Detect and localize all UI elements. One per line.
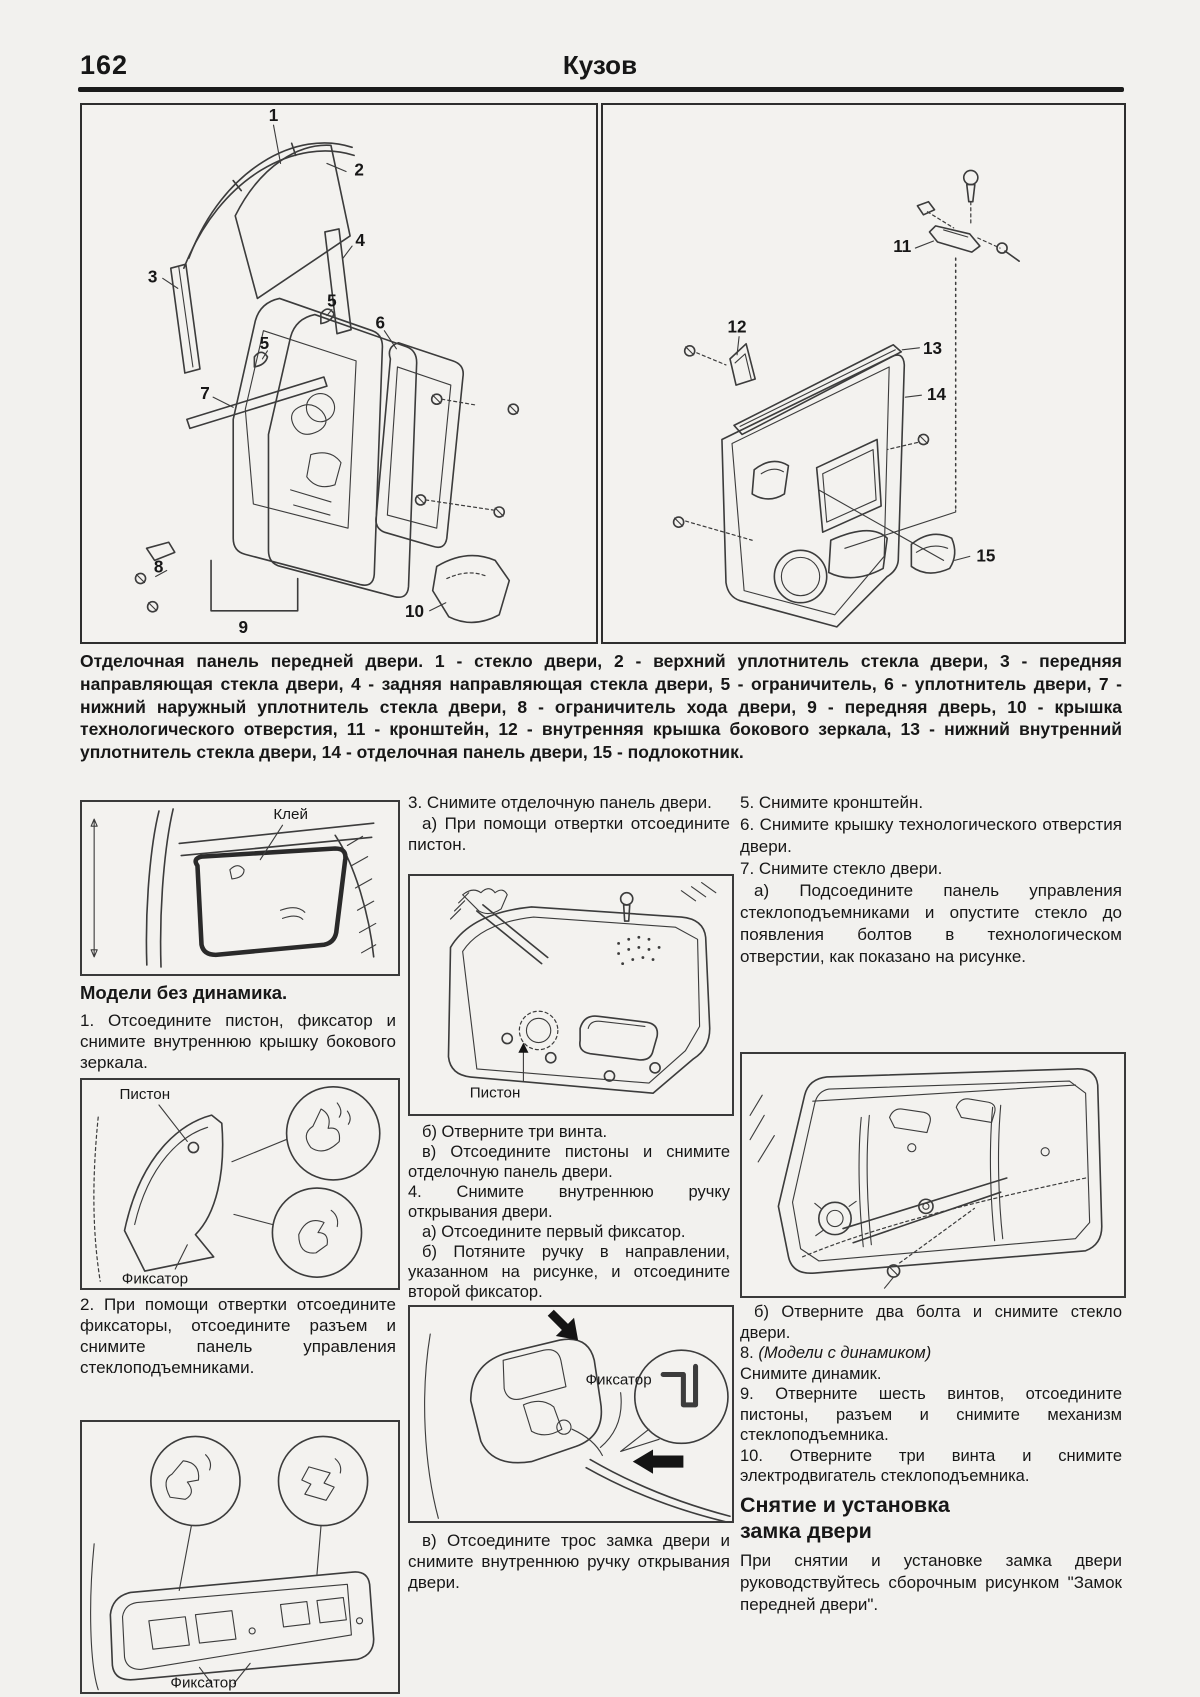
callout-1: 1 [269, 106, 279, 125]
step-1-text: 1. Отсоедините пистон, фиксатор и снимит… [80, 1011, 396, 1072]
inner-handle-drawing: Фиксатор [424, 1309, 731, 1521]
glue-lines [90, 808, 377, 968]
piston-label: Пистон [470, 1084, 521, 1101]
right-steps-7b-10: б) Отверните два болта и снимите стекло … [740, 1302, 1122, 1487]
door-lock-paragraph: При снятии и установке замка двери руков… [740, 1551, 1122, 1614]
step-3a-text: а) При помощи отвертки отсоедините писто… [408, 814, 730, 854]
door-exploded-lines [134, 124, 520, 624]
figure-window-mechanism [740, 1052, 1126, 1298]
section-heading-line-2: замка двери [740, 1519, 872, 1543]
page-number: 162 [80, 50, 129, 80]
step-2-text: 2. При помощи отвертки отсоедините фикса… [80, 1295, 396, 1377]
trim-exploded-callouts: 11 12 13 14 15 [728, 237, 996, 565]
step-9-text: 9. Отверните шесть винтов, отсоедините п… [740, 1385, 1122, 1444]
figure-inner-handle: Фиксатор [408, 1305, 734, 1523]
callout-4: 4 [355, 231, 365, 250]
mirror-cover-lines [93, 1085, 381, 1282]
trim-exploded-drawing: 11 12 13 14 15 [672, 169, 1020, 628]
callout-6: 6 [376, 314, 386, 333]
middle-step-4v: в) Отсоедините трос замка двери и снимит… [408, 1530, 730, 1593]
left-step-1: 1. Отсоедините пистон, фиксатор и снимит… [80, 1010, 396, 1073]
figure-glue-bead: Клей [80, 800, 400, 976]
callout-9: 9 [239, 618, 249, 637]
step-4-text: 4. Снимите внутреннюю ручку открывания д… [408, 1183, 730, 1221]
step-7b-text: б) Отверните два болта и снимите стекло … [740, 1303, 1122, 1342]
mirror-cover-drawing: Пистон Фиксатор [93, 1085, 381, 1287]
callout-8: 8 [154, 557, 164, 576]
door-exploded-callouts: 1 2 3 4 5 5 6 7 8 9 10 [148, 106, 424, 637]
step-8-text: 8. (Модели с динамиком) [740, 1343, 1122, 1364]
switch-panel-drawing: Фиксатор [90, 1435, 375, 1692]
page-title: Кузов [562, 50, 638, 80]
callout-14: 14 [927, 385, 947, 404]
figure-door-exploded: 1 2 3 4 5 5 6 7 8 9 10 [80, 103, 598, 644]
callout-15: 15 [976, 546, 996, 565]
middle-steps-3b-4b: б) Отверните три винта. в) Отсоедините п… [408, 1122, 730, 1302]
callout-2: 2 [354, 161, 364, 180]
step-7a-text: а) Подсоедините панель управления стекло… [740, 881, 1122, 966]
callout-5b: 5 [260, 334, 270, 353]
fixator-label: Фиксатор [586, 1372, 652, 1389]
callout-11: 11 [893, 237, 912, 256]
step-7-text: 7. Снимите стекло двери. [740, 859, 943, 878]
step-4b-text: б) Потяните ручку в направлении, указанн… [408, 1243, 730, 1301]
step-3-text: 3. Снимите отделочную панель двери. [408, 793, 712, 812]
step-4v-text: в) Отсоедините трос замка двери и снимит… [408, 1531, 730, 1592]
inner-handle-lines [424, 1309, 731, 1521]
trim-piston-lines [447, 882, 717, 1095]
callout-5a: 5 [327, 292, 337, 311]
glue-drawing: Клей [90, 806, 377, 968]
section-heading-door-lock: Снятие и установка замка двери [740, 1492, 1122, 1544]
models-without-speaker-heading: Модели без динамика. [80, 982, 288, 1003]
piston-label: Пистон [119, 1086, 170, 1103]
fixator-label: Фиксатор [122, 1270, 188, 1287]
figure-trim-exploded: 11 12 13 14 15 [601, 103, 1126, 644]
step-5-text: 5. Снимите кронштейн. [740, 793, 924, 812]
door-exploded-drawing: 1 2 3 4 5 5 6 7 8 9 10 [134, 106, 520, 637]
callout-3: 3 [148, 267, 158, 286]
callout-10: 10 [405, 602, 424, 621]
trim-piston-drawing: Пистон [447, 882, 717, 1101]
figure-caption: Отделочная панель передней двери. 1 - ст… [80, 651, 1122, 762]
figure-mirror-cover: Пистон Фиксатор [80, 1078, 400, 1290]
header-rule [78, 87, 1124, 92]
callout-12: 12 [728, 318, 747, 337]
figure-switch-panel: Фиксатор [80, 1420, 400, 1694]
callout-7: 7 [200, 384, 210, 403]
step-8-action: Снимите динамик. [740, 1364, 882, 1383]
step-8-models-note: (Модели с динамиком) [758, 1344, 932, 1362]
window-mechanism-lines [749, 1068, 1103, 1289]
middle-step-3: 3. Снимите отделочную панель двери. а) П… [408, 792, 730, 855]
glue-label: Клей [273, 806, 308, 823]
step-3v-text: в) Отсоедините пистоны и снимите отделоч… [408, 1143, 730, 1181]
step-10-text: 10. Отверните три винта и снимите электр… [740, 1446, 1122, 1486]
left-step-2: 2. При помощи отвертки отсоедините фикса… [80, 1294, 396, 1378]
step-6-text: 6. Снимите крышку технологического отвер… [740, 815, 1122, 856]
figure-trim-piston: Пистон [408, 874, 734, 1116]
window-mechanism-drawing [749, 1068, 1103, 1289]
fixator-label: Фиксатор [170, 1675, 236, 1692]
right-steps-5-7a: 5. Снимите кронштейн. 6. Снимите крышку … [740, 792, 1122, 968]
step-4a-text: а) Отсоедините первый фиксатор. [422, 1223, 686, 1241]
step-3b-text: б) Отверните три винта. [422, 1123, 608, 1141]
switch-panel-lines [90, 1435, 375, 1691]
section-door-lock-text: При снятии и установке замка двери руков… [740, 1550, 1122, 1616]
trim-exploded-lines [672, 169, 1020, 628]
callout-13: 13 [923, 339, 942, 358]
section-heading-line-1: Снятие и установка [740, 1493, 950, 1517]
step-8-number: 8. [740, 1344, 759, 1362]
